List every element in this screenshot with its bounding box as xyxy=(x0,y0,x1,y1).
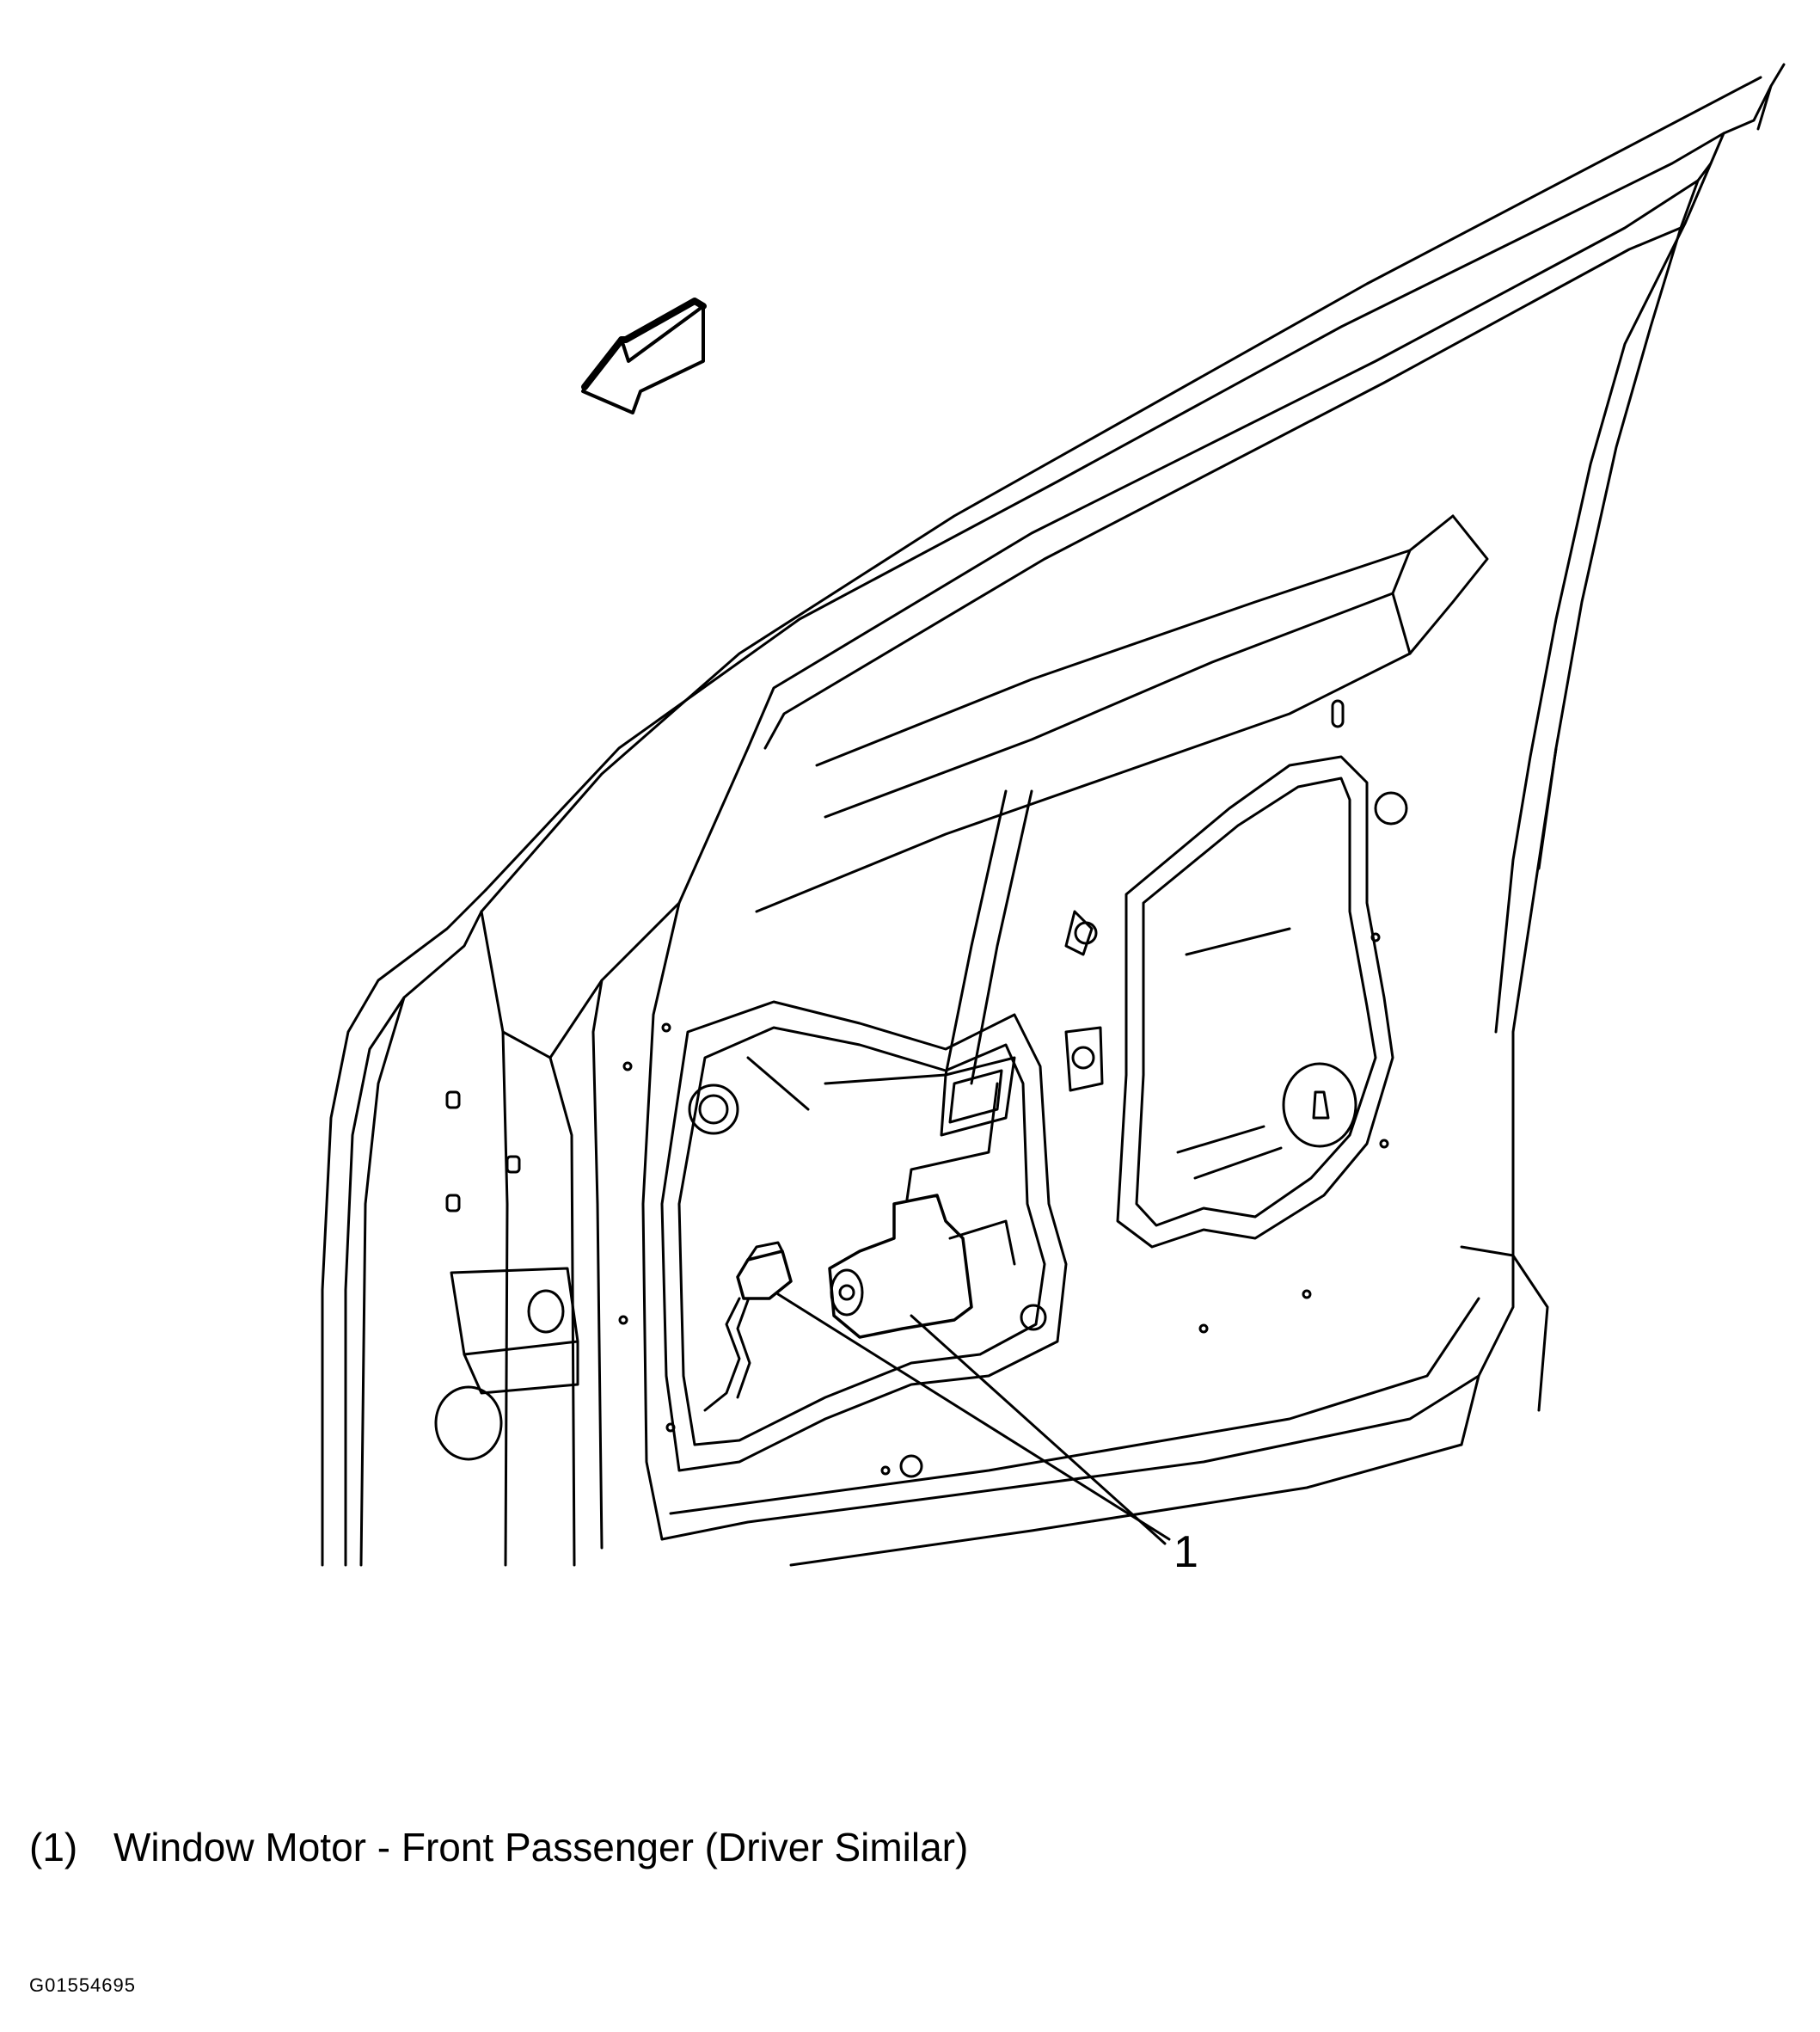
inner-door-panel xyxy=(660,746,1558,1567)
door-diagram: 1 xyxy=(321,63,1786,1577)
figure-id: G01554695 xyxy=(29,1974,136,1996)
legend-text: Window Motor - Front Passenger (Driver S… xyxy=(113,1825,969,1869)
door-hinge xyxy=(434,1267,579,1461)
access-opening-left xyxy=(660,1000,1068,1472)
callout-1-label: 1 xyxy=(1174,1527,1198,1577)
callout-leader-lines xyxy=(776,1292,1171,1545)
forward-arrow-icon xyxy=(581,298,707,414)
fastener-holes xyxy=(445,699,1408,1478)
window-frame xyxy=(480,63,1786,1034)
window-motor xyxy=(828,1082,1047,1339)
window-regulator xyxy=(940,789,1104,1137)
access-opening-right xyxy=(1116,755,1394,1249)
legend: (1) Window Motor - Front Passenger (Driv… xyxy=(29,1823,975,1871)
door-front-edge xyxy=(321,746,750,1567)
legend-item: (1) Window Motor - Front Passenger (Driv… xyxy=(29,1823,975,1871)
motor-connector xyxy=(703,1241,793,1412)
legend-key: (1) xyxy=(29,1825,78,1869)
